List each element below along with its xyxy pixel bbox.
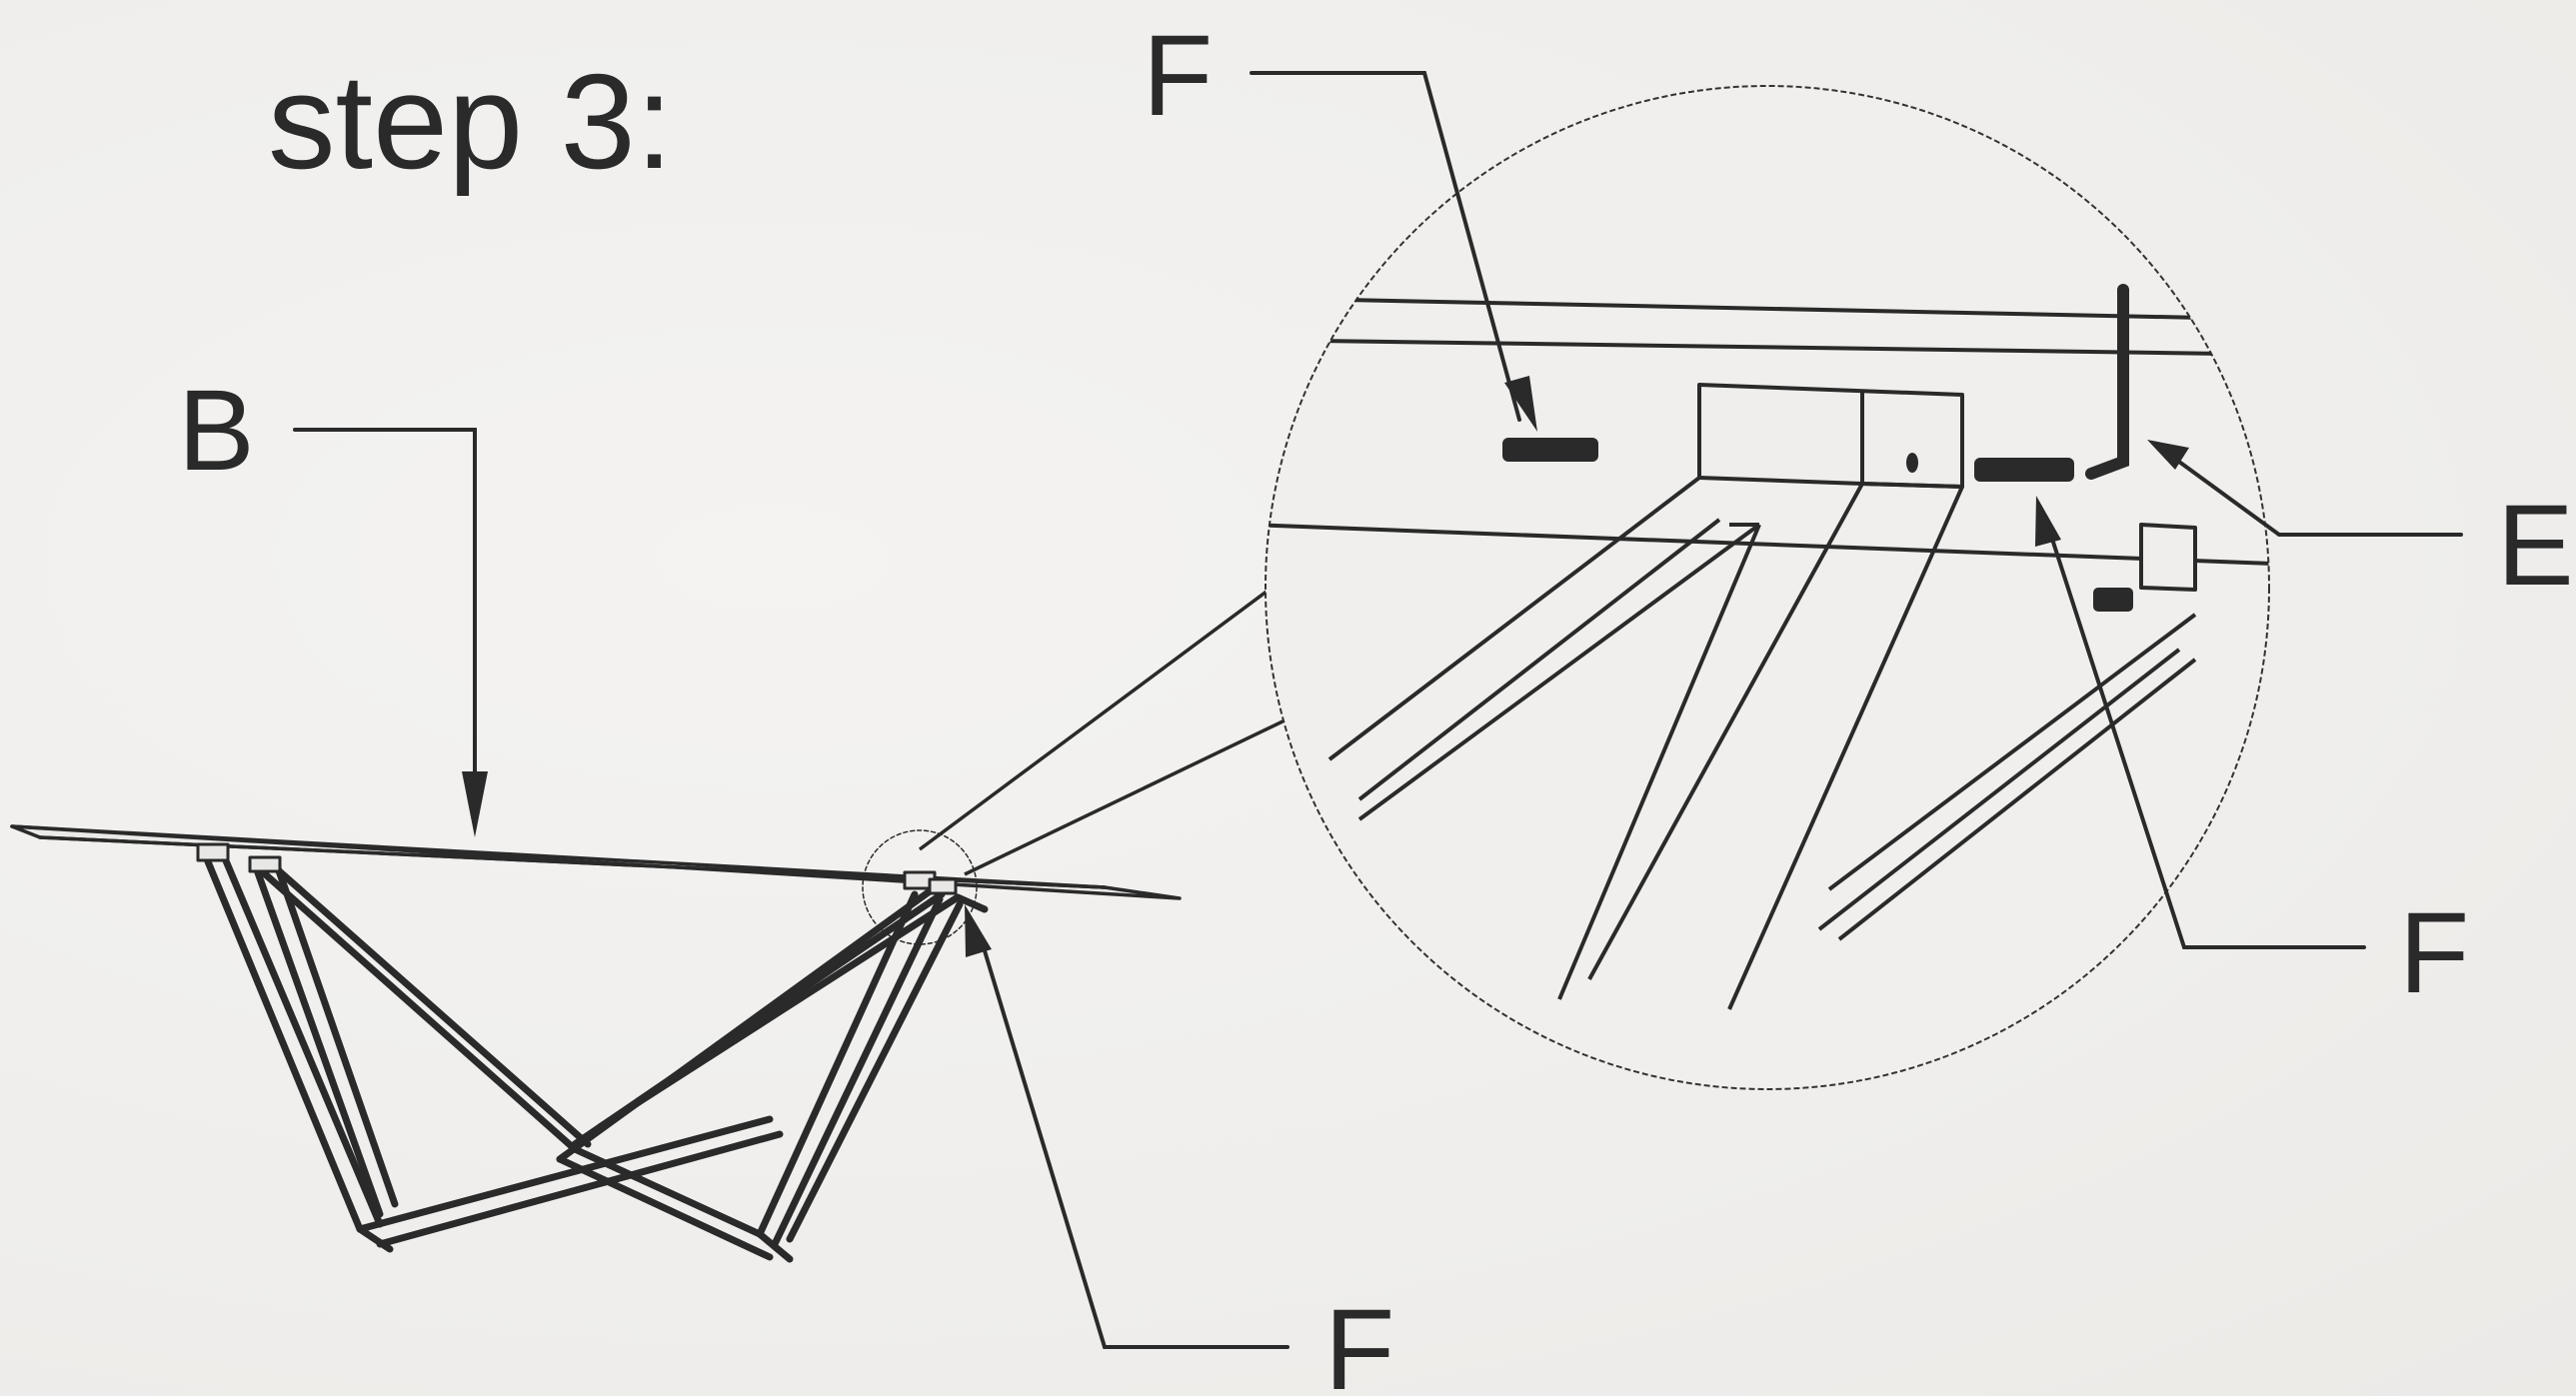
callout-label-f-top: F — [1143, 12, 1213, 140]
arrow-f-right — [2035, 496, 2061, 547]
leader-lines — [293, 71, 2463, 1349]
mounting-plates — [196, 842, 958, 895]
bolt-hole — [1906, 453, 1918, 473]
allen-key — [2085, 284, 2129, 480]
arrow-b — [462, 771, 488, 837]
callout-label-f-bottom: F — [1324, 1286, 1394, 1396]
dowel-pin-left — [1502, 438, 1598, 462]
arrow-f-bottom — [965, 904, 992, 957]
arrow-e — [2147, 440, 2189, 470]
zoom-source-circle — [862, 829, 978, 945]
callout-label-f-right: F — [2399, 889, 2469, 1017]
arrow-heads — [462, 376, 2189, 957]
callout-label-b: B — [178, 367, 255, 495]
table-top — [10, 824, 1182, 900]
dowel-pin-right — [1974, 458, 2074, 482]
dowel-pin-lower — [2093, 588, 2133, 612]
dowel-pins — [1502, 438, 2133, 612]
magnified-circle — [1265, 85, 2270, 1090]
table-base-frame — [201, 847, 989, 1263]
magnified-detail — [1265, 85, 2270, 1090]
table-overview — [10, 824, 1182, 1263]
callout-label-e: E — [2497, 482, 2574, 610]
step-title: step 3: — [268, 46, 673, 197]
zoom-connector-lines — [918, 578, 1308, 876]
arrow-f-top — [1504, 376, 1537, 432]
